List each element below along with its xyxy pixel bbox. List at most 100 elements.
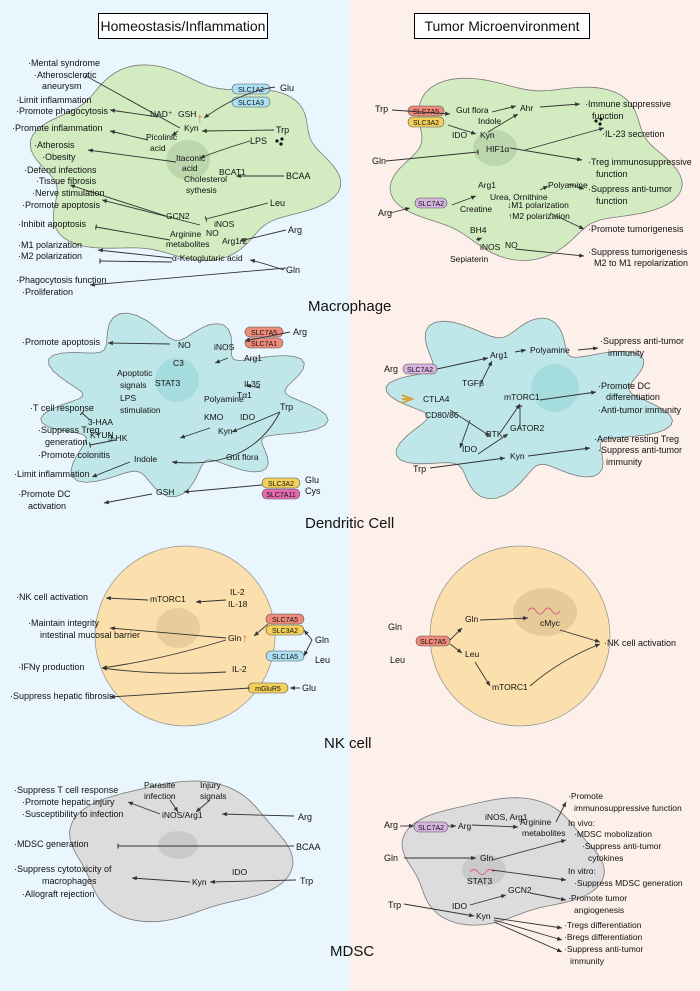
dc-slc3a2-shape xyxy=(261,477,301,489)
macrophage-left-inside-0: NAD⁺ xyxy=(150,109,173,119)
macrophage-right-inside-4: Kyn xyxy=(480,130,495,140)
kyn-to-mental xyxy=(84,73,181,129)
macrophage-right-gln: Gln xyxy=(372,156,386,166)
macrophage-left-effect-7: ·Obesity xyxy=(42,152,76,162)
macrophage-left-effect-16: ·Proliferation xyxy=(22,287,73,297)
mglur5-to-fibrosis xyxy=(109,687,251,699)
macrophage-left-effect-4: ·Promote phagocytosis xyxy=(16,106,109,116)
mdsc-right-arg: Arg xyxy=(384,820,398,830)
dc-left-inside-15: 3-HAA xyxy=(88,417,113,427)
ahr-to-immune xyxy=(539,102,581,108)
macrophage-right-arg: Arg xyxy=(378,208,392,218)
macrophage-slc1a3-shape xyxy=(231,96,271,108)
bh4-to-inos xyxy=(475,237,483,242)
kyn-to-treg xyxy=(527,446,591,457)
dc-right-effect-0: ·Suppress anti-tumor xyxy=(600,336,684,346)
kyn-to-tregs xyxy=(493,917,563,930)
dc-right-inside-6: BTK xyxy=(486,429,503,439)
macrophage-left-effect-12: ·Inhibit apoptosis xyxy=(18,219,87,229)
macrophage-left-effect-1: ·Atherosclerotic xyxy=(34,70,97,80)
macrophage-left-nutrient-4: Leu xyxy=(270,198,285,208)
macrophage-left-effect-6: ·Atherosis xyxy=(34,140,75,150)
hif-to-il23 xyxy=(524,127,605,151)
macrophage-slc7a2-shape xyxy=(414,197,448,209)
dc-left-inside-18: Indole xyxy=(134,454,157,464)
dc-left-nucleus xyxy=(155,358,199,402)
header-homeostasis: Homeostasis/Inflammation xyxy=(98,13,268,39)
dc-left-inside-14: Kyn xyxy=(218,426,233,436)
nk-right-gln: Gln xyxy=(388,622,402,632)
macrophage-right-inside-15: Sepiaterin xyxy=(450,254,489,264)
mdsc-left-arg: Arg xyxy=(298,812,312,822)
injury-to-inos xyxy=(195,799,211,813)
macrophage-left-inside-16: α-Ketoglutaric acid xyxy=(172,253,243,263)
gsh-to-dc xyxy=(103,493,153,505)
mdsc-right-effect-4: ·Suppress anti-tumor xyxy=(582,841,662,851)
itaconic-to-atherosis xyxy=(87,148,177,163)
urea-to-polyamine xyxy=(539,185,549,191)
dc-right-arg: Arg xyxy=(384,364,398,374)
nk-left-nucleus xyxy=(156,608,200,648)
macrophage-right-inside-7: Arg1 xyxy=(478,180,496,190)
nk-slc7a5-shape xyxy=(265,613,305,625)
macrophage-left-effect-5: ·Promote inflammation xyxy=(12,123,103,133)
nk-slc7a5-r: SLC7A5 xyxy=(420,639,446,646)
dc-left-effect-5: ·Limit inflammation xyxy=(14,469,90,479)
ctla4-cell-icon xyxy=(401,394,415,404)
dc-left-inside-16: KYUN xyxy=(90,430,114,440)
mdsc-right-inside-7: GCN2 xyxy=(508,885,532,895)
title-mdsc: MDSC xyxy=(330,943,375,960)
macrophage-left-inside-9: GCN2 xyxy=(166,211,190,221)
no-to-suppress xyxy=(514,248,585,258)
macrophage-right-inside-9: Creatine xyxy=(460,204,492,214)
macrophage-left-inside-5: Itaconic xyxy=(176,153,206,163)
macrophage-left-nucleus xyxy=(166,140,210,180)
macrophage-left-inside-11: iNOS xyxy=(214,219,235,229)
dc-right-inside-1: Polyamine xyxy=(530,345,570,355)
nk-slc7a5-r-shape xyxy=(415,635,451,647)
dc-right-inside-4: CD80/86 xyxy=(425,410,459,420)
macrophage-left-inside-15: Arg1/2 xyxy=(222,236,247,246)
mtorc1-to-nk-act xyxy=(529,643,601,687)
dc-left-inside-17: 3-HK xyxy=(108,433,128,443)
mdsc-left-inside-0: Parasite xyxy=(144,780,175,790)
leu-to-mtorc1 xyxy=(474,661,491,687)
dc-slc7a2: SLC7A2 xyxy=(407,367,433,374)
macrophage-left-inside-8: sythesis xyxy=(186,185,217,195)
mdsc-dna-icon xyxy=(469,869,495,875)
mdsc-left-inside-2: Injury xyxy=(200,780,222,790)
dc-left-trp: Trp xyxy=(280,402,293,412)
dc-right-effect-4: ·Anti-tumor immunity xyxy=(598,405,682,415)
macrophage-right-effect-8: ·Suppress tumorigenesis xyxy=(588,247,688,257)
gln-up-arrow: ↑ xyxy=(242,631,248,645)
macrophage-right-inside-12: BH4 xyxy=(470,225,487,235)
mdsc-left-nucleus xyxy=(158,831,198,859)
arg-to-slc7a2 xyxy=(389,207,411,214)
dc-right-effect-6: ·Suppress anti-tumor xyxy=(598,445,682,455)
dc-left-inside-8: stimulation xyxy=(120,405,161,415)
hif-to-treg xyxy=(509,147,583,162)
dc-slc3a2: SLC3A2 xyxy=(268,481,294,488)
mdsc-right-inside-0: Arg xyxy=(458,821,472,831)
macrophage-right-inside-13: iNOS xyxy=(480,242,501,252)
macrophage-right-effect-4: function xyxy=(596,169,628,179)
no-to-nerve xyxy=(101,199,201,226)
mdsc-right-inside-4: Gln xyxy=(480,853,494,863)
mdsc-right-inside-1: iNOS, Arg1 xyxy=(485,812,528,822)
mdsc-left-inside-5: IDO xyxy=(232,867,248,877)
mdsc-right-inside-8: Kyn xyxy=(476,911,491,921)
mdsc-right-effect-11: ·Bregs differentiation xyxy=(564,932,643,942)
nk-mglur5: mGluR5 xyxy=(255,686,281,693)
arg1-to-polyamine xyxy=(514,348,527,353)
gln-to-invivo xyxy=(491,839,567,861)
m2-to-tumorigenesis xyxy=(549,212,585,230)
nk-left-effect-0: ·NK cell activation xyxy=(16,592,88,602)
mdsc-right-effect-5: cytokines xyxy=(588,853,623,863)
trp-gut-indole xyxy=(171,411,281,465)
glu-to-gsh xyxy=(203,86,276,119)
macrophage-left-inside-10: BCAT1 xyxy=(219,167,246,177)
dc-left-inside-10: Polyamine xyxy=(204,394,244,404)
dc-left-inside-19: Gut flora xyxy=(226,452,259,462)
macrophage-slc3a2-shape xyxy=(407,116,445,128)
gln-to-slc1a5 xyxy=(303,639,313,657)
